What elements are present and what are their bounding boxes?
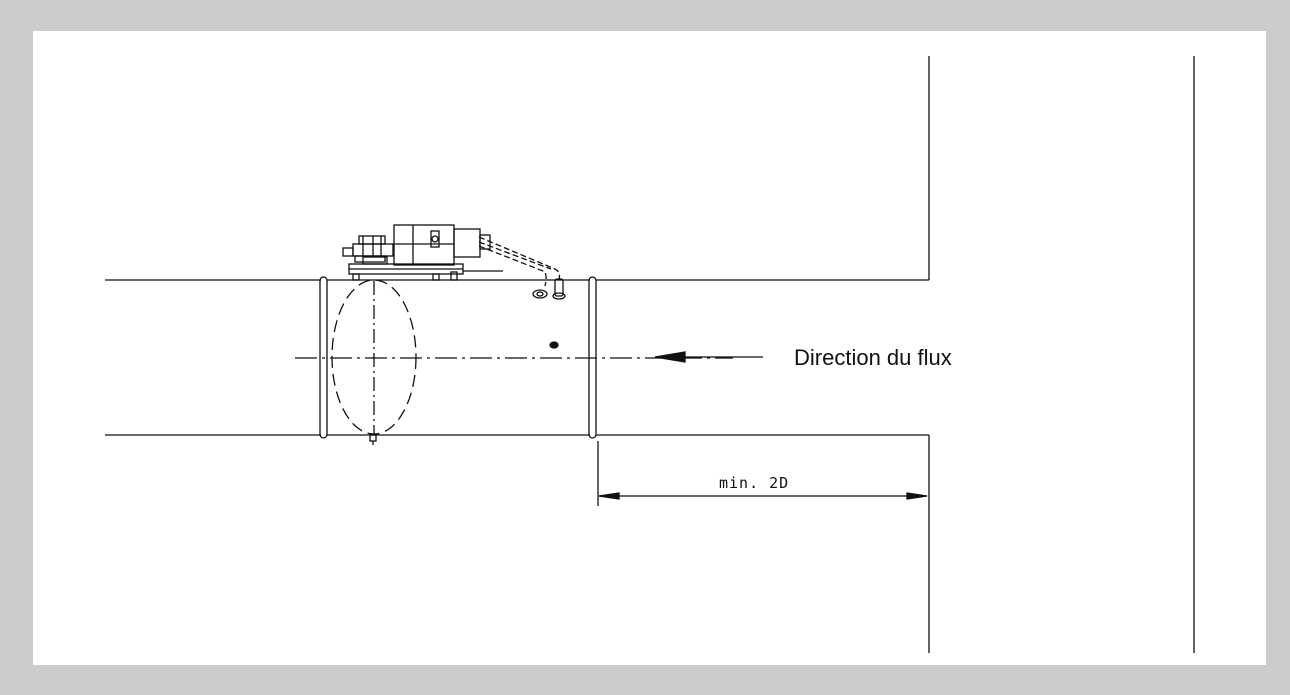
actuator-assembly (342, 224, 503, 281)
pressure-tubing (478, 236, 561, 287)
flange-left (319, 276, 328, 439)
pressure-nipples (532, 278, 566, 300)
dimension-label: min. 2D (719, 474, 789, 492)
drawing-frame: Direction du flux min. 2D (33, 31, 1266, 665)
damper-shaft-stub (369, 434, 377, 442)
duct-installation-diagram: Direction du flux min. 2D (105, 56, 1195, 653)
flow-direction-label: Direction du flux (794, 345, 952, 370)
measurement-port (549, 341, 559, 349)
dimension-line (597, 441, 928, 506)
flow-direction-arrow (654, 351, 763, 363)
